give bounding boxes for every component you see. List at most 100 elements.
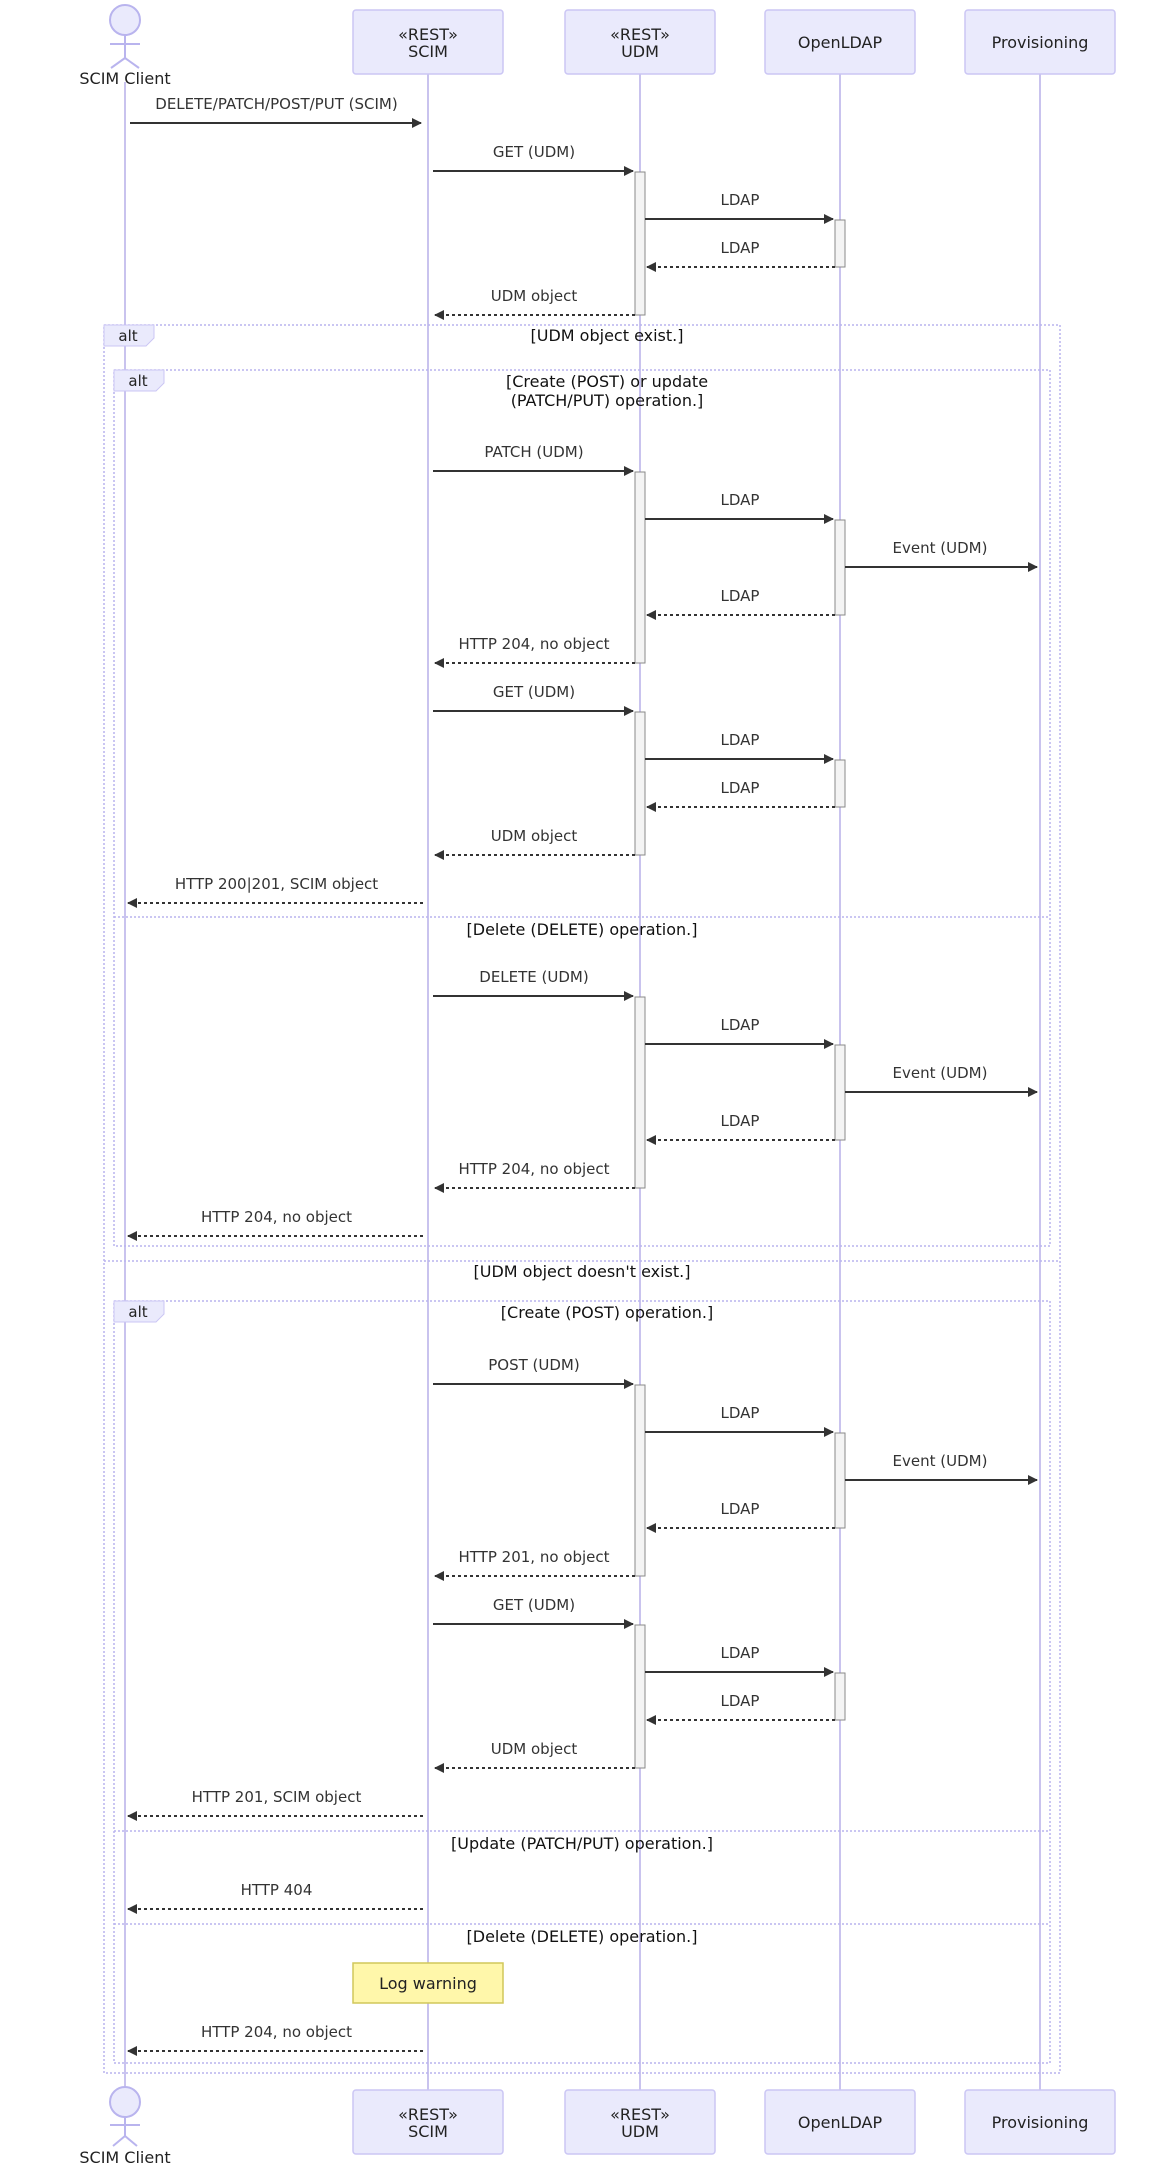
message-28: LDAP [646,1692,835,1725]
udm-activation [634,711,646,856]
message-label: LDAP [721,1500,760,1518]
participant-scim-top: «REST» SCIM [352,9,504,75]
participant-stereotype: «REST» [398,2105,458,2124]
participant-provisioning-bottom: Provisioning [964,2089,1116,2155]
alt1-keyword: alt [128,372,147,390]
message-22: LDAP [645,1404,834,1437]
message-label: Event (UDM) [893,1452,988,1470]
note-log-warning: Log warning [352,1962,504,2004]
actor-leg-left-icon [110,57,126,69]
participant-box [964,9,1116,75]
participant-scim-client-top: SCIM Client [79,4,171,88]
udm-activation [634,996,646,1189]
openldap-activation [834,1432,846,1529]
outer-alt-condition: [UDM object exist.] [531,326,684,345]
note-text: Log warning [379,1974,477,1993]
message-32: HTTP 204, no object [127,2023,423,2056]
participant-openldap-bottom: OpenLDAP [764,2089,916,2155]
udm-activation [634,1624,646,1769]
message-label: PATCH (UDM) [484,443,583,461]
message-27: LDAP [645,1644,834,1677]
message-label: LDAP [721,1112,760,1130]
outer-alt-tab [103,324,155,347]
message-17: Event (UDM) [845,1064,1038,1097]
message-23: Event (UDM) [845,1452,1038,1485]
participant-box [964,2089,1116,2155]
message-label: HTTP 201, no object [459,1548,610,1566]
message-label: Event (UDM) [893,1064,988,1082]
alt2-keyword: alt [128,1303,147,1321]
message-31: HTTP 404 [127,1881,423,1914]
participant-label: UDM [621,2122,659,2141]
message-0: DELETE/PATCH/POST/PUT (SCIM) [130,95,422,128]
actor-leg-right-icon [124,57,140,69]
participant-label: OpenLDAP [798,2113,883,2132]
alt2-tab [113,1300,165,1323]
message-label: DELETE/PATCH/POST/PUT (SCIM) [155,95,397,113]
participant-box [352,2089,504,2155]
participant-box [764,9,916,75]
participant-stereotype: «REST» [398,25,458,44]
outer-alt-keyword: alt [118,327,137,345]
message-label: LDAP [721,1404,760,1422]
message-label: HTTP 204, no object [459,1160,610,1178]
participant-label: SCIM [408,2122,448,2141]
participant-label: SCIM Client [79,2148,170,2167]
openldap-activation [834,219,846,268]
message-10: GET (UDM) [433,683,634,716]
participant-label: Provisioning [992,2113,1089,2132]
message-label: UDM object [491,287,578,305]
message-label: LDAP [721,1016,760,1034]
openldap-activation [834,1044,846,1141]
message-label: LDAP [721,779,760,797]
message-label: UDM object [491,1740,578,1758]
message-label: GET (UDM) [493,1596,575,1614]
message-label: GET (UDM) [493,683,575,701]
outer-alt-frame [103,324,1061,2074]
message-11: LDAP [645,731,834,764]
message-16: LDAP [645,1016,834,1049]
participant-stereotype: «REST» [610,2105,670,2124]
alt1-frame [113,369,1051,1247]
message-12: LDAP [646,779,835,812]
participant-label: OpenLDAP [798,33,883,52]
message-21: POST (UDM) [433,1356,634,1389]
message-label: HTTP 204, no object [201,1208,352,1226]
messages: DELETE/PATCH/POST/PUT (SCIM) GET (UDM) LDA… [127,95,1038,2056]
participant-provisioning-top: Provisioning [964,9,1116,75]
message-label: DELETE (UDM) [479,968,588,986]
message-label: HTTP 200|201, SCIM object [175,875,378,893]
participant-udm-top: «REST» UDM [564,9,716,75]
alt2-else-condition-update: [Update (PATCH/PUT) operation.] [451,1834,713,1853]
alt1-tab [113,369,165,392]
message-label: HTTP 204, no object [459,635,610,653]
openldap-activation [834,1672,846,1721]
participant-box [564,2089,716,2155]
message-label: GET (UDM) [493,143,575,161]
message-26: GET (UDM) [433,1596,634,1629]
actor-head-icon [109,2086,141,2118]
udm-activation [634,1384,646,1577]
message-2: LDAP [645,191,834,224]
message-label: UDM object [491,827,578,845]
participant-scim-client-bottom: SCIM Client [79,2086,171,2167]
message-label: HTTP 201, SCIM object [192,1788,362,1806]
participant-label: SCIM Client [79,69,170,88]
message-label: HTTP 404 [241,1881,313,1899]
alt2-condition: [Create (POST) operation.] [501,1303,713,1322]
actor-leg-left-icon [112,2135,126,2147]
message-4: UDM object [434,287,635,320]
message-9: HTTP 204, no object [434,635,635,668]
message-24: LDAP [646,1500,835,1533]
participant-box [564,9,716,75]
actor-leg-right-icon [124,2135,138,2147]
message-19: HTTP 204, no object [434,1160,635,1193]
message-label: LDAP [721,491,760,509]
message-3: LDAP [646,239,835,272]
participant-stereotype: «REST» [610,25,670,44]
message-13: UDM object [434,827,635,860]
message-25: HTTP 201, no object [434,1548,635,1581]
message-label: HTTP 204, no object [201,2023,352,2041]
alt1-else-condition: [Delete (DELETE) operation.] [467,920,698,939]
udm-activation [634,171,646,316]
